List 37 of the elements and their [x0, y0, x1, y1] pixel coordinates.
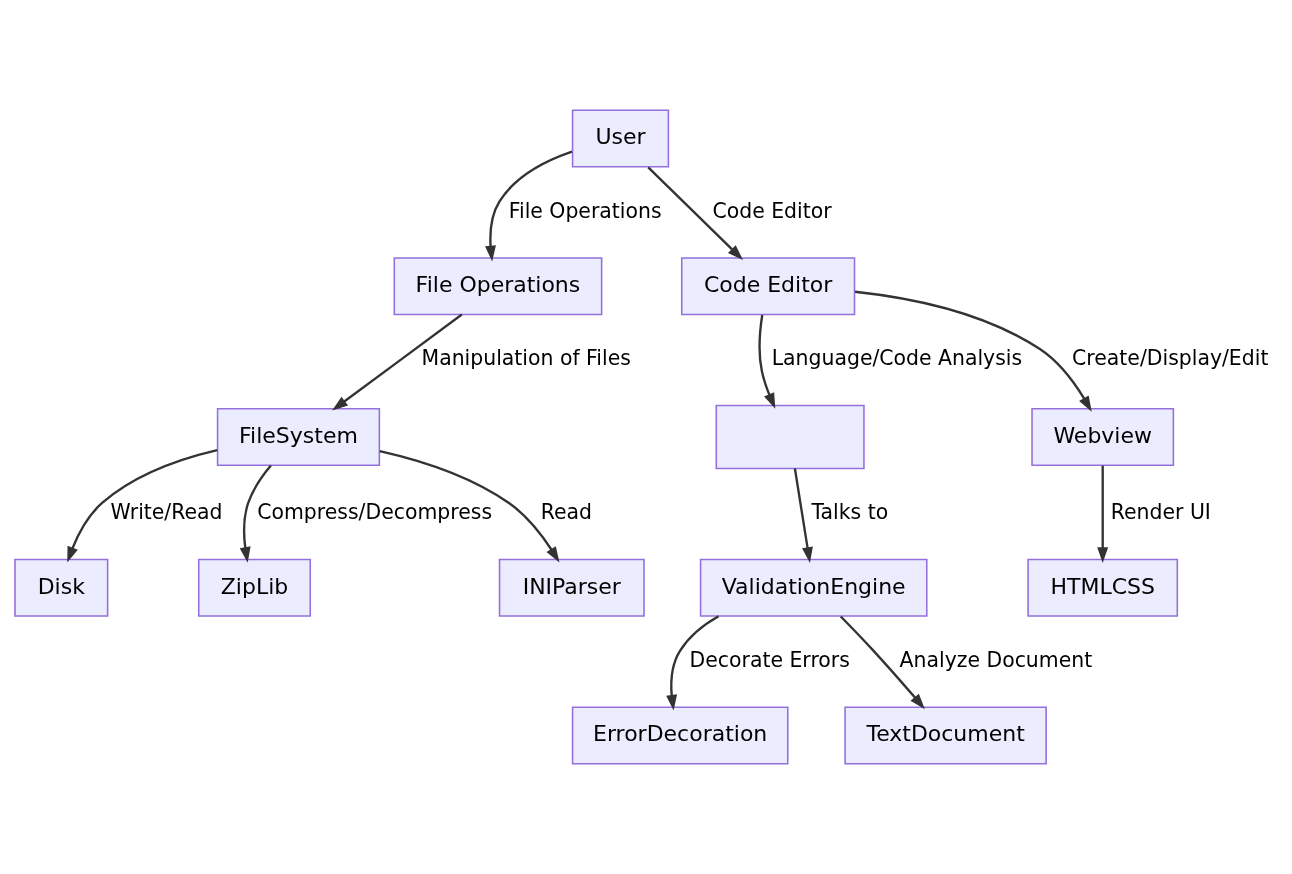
node-box: Disk [14, 558, 109, 617]
node-box: FileSystem [216, 407, 381, 467]
node-box: HTMLCSS [1027, 558, 1179, 617]
node-box: File Operations [393, 257, 603, 316]
edge-label: Manipulation of Files [421, 346, 631, 371]
node-box: ZipLib [197, 558, 312, 617]
arrow [666, 615, 720, 711]
node-box: ValidationEngine [699, 558, 928, 617]
edge-label: Talks to [811, 500, 889, 525]
arrow [485, 150, 573, 262]
arrow [839, 615, 925, 710]
edge-label: Compress/Decompress [257, 500, 493, 525]
arrow [793, 468, 813, 563]
node-box: INIParser [498, 558, 645, 617]
node-box: User [571, 109, 670, 168]
node-box: Webview [1031, 407, 1175, 467]
edge-label: File Operations [508, 198, 662, 223]
edge-label: Render UI [1110, 500, 1211, 525]
arrow [647, 166, 744, 261]
node-box: TextDocument [844, 706, 1047, 765]
edge-label: Create/Display/Edit [1072, 346, 1269, 371]
edge-label: Decorate Errors [689, 647, 850, 672]
arrow [332, 313, 463, 411]
arrow [239, 464, 272, 563]
edge-label: Read [540, 500, 592, 525]
edge-label: Analyze Document [899, 647, 1093, 672]
edge-label: Language/Code Analysis [771, 346, 1023, 371]
arrow [854, 290, 1092, 412]
edge-label: Code Editor [712, 198, 832, 223]
arrow [758, 314, 776, 409]
node-box [715, 404, 865, 470]
arrow [1097, 465, 1109, 563]
edge-label: Write/Read [110, 500, 223, 525]
node-box: Code Editor [680, 257, 856, 316]
node-box: ErrorDecoration [571, 706, 789, 765]
arrow [67, 449, 218, 563]
arrow [379, 449, 560, 563]
